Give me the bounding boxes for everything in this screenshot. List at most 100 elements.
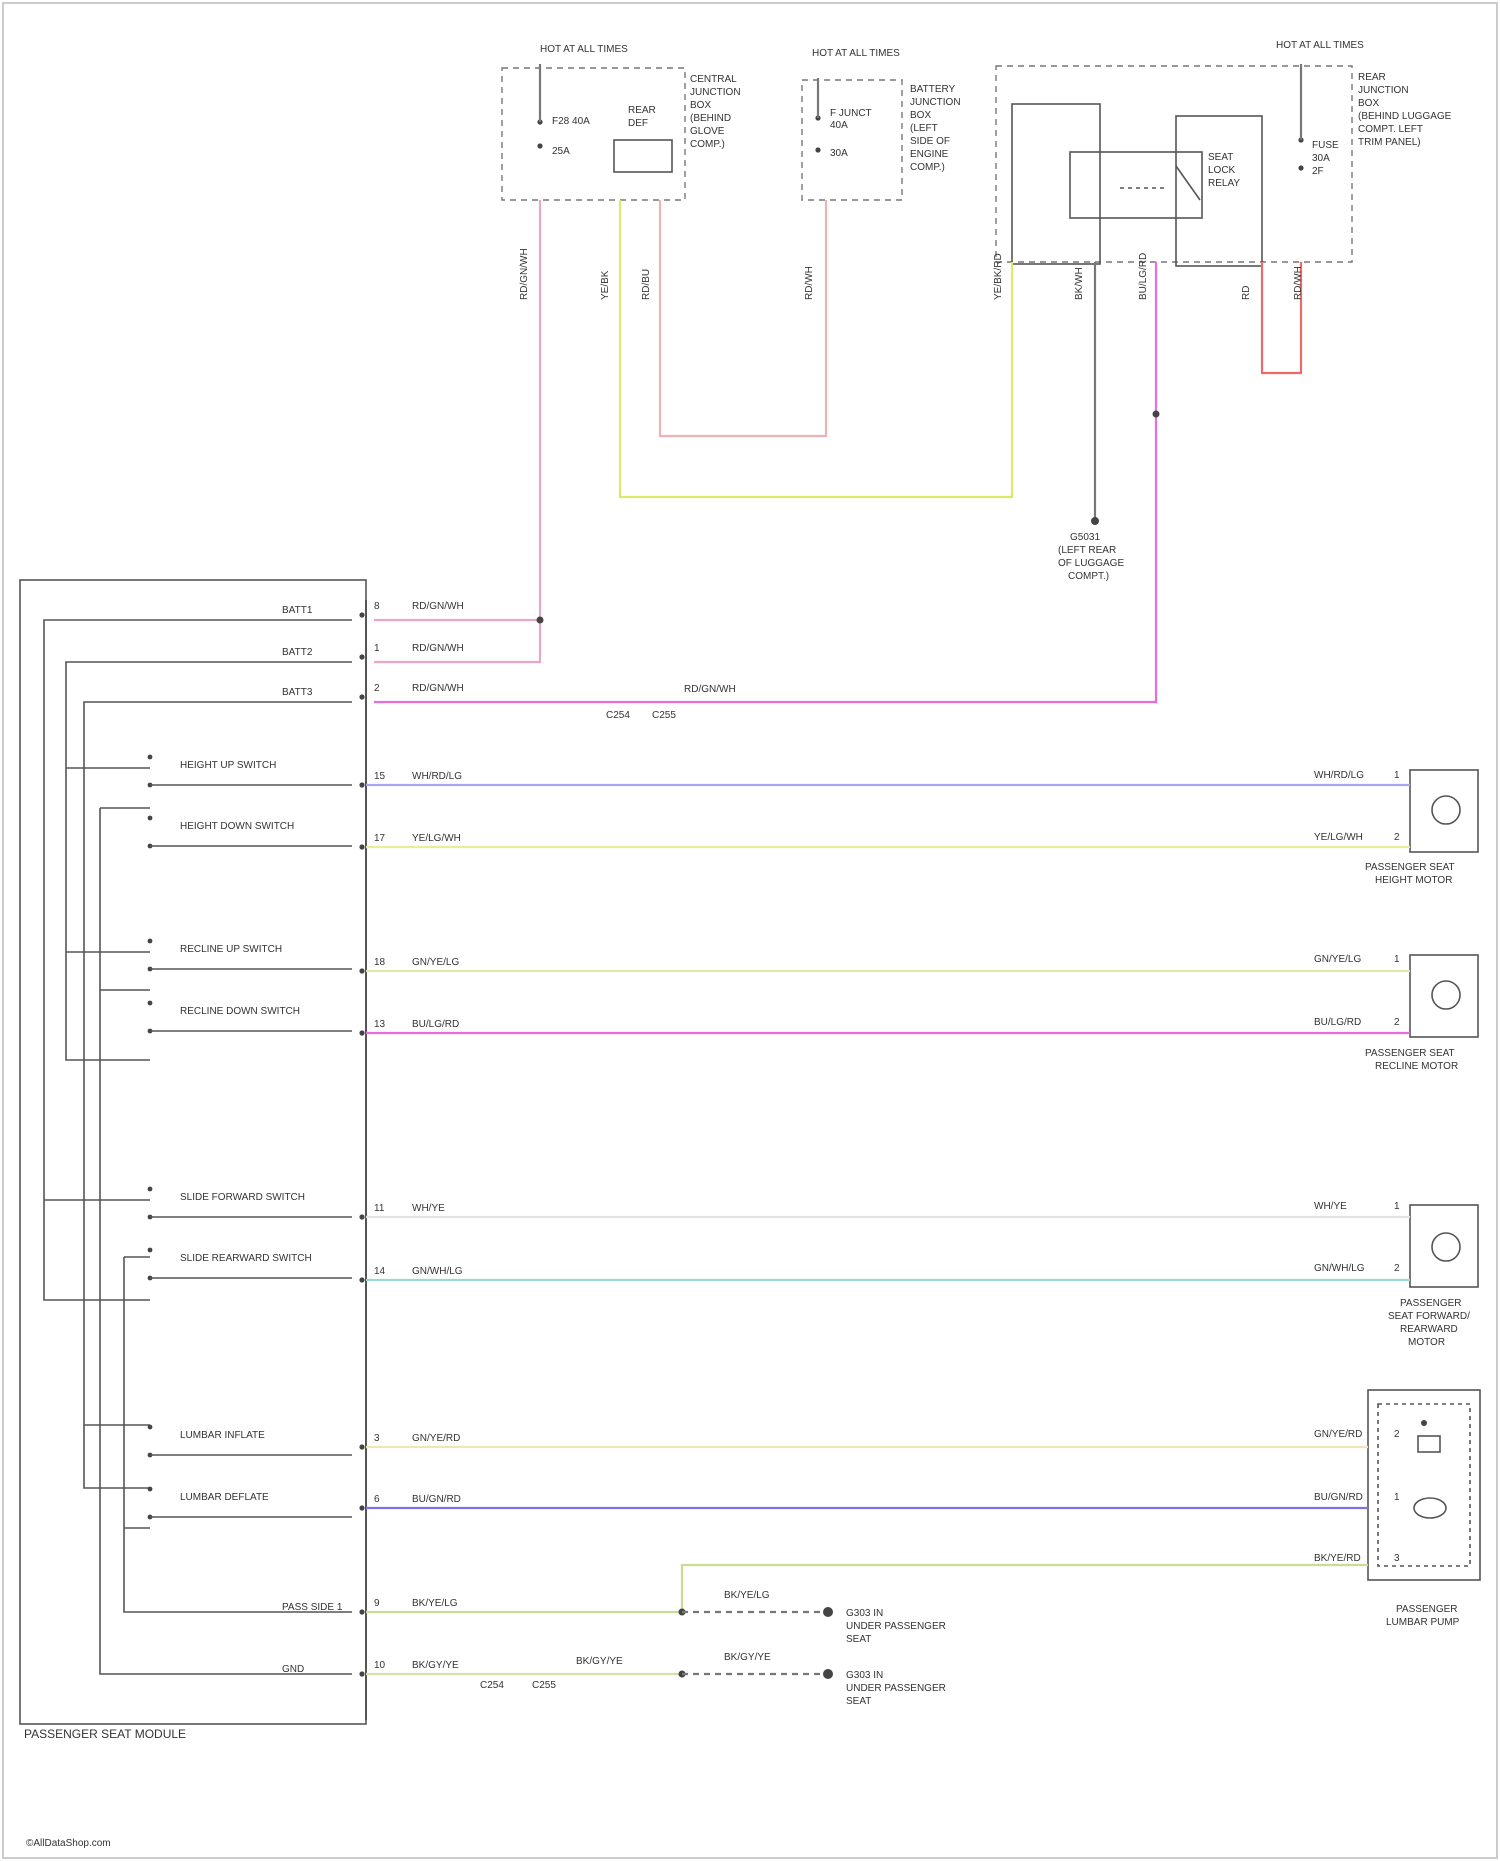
hot-at-all-times-1: HOT AT ALL TIMES <box>540 44 628 55</box>
splice-2-wire: BK/GY/YE <box>576 1656 623 1667</box>
fuse-2-l0: F JUNCT <box>830 108 872 119</box>
switch-label: SLIDE FORWARD SWITCH <box>180 1192 305 1203</box>
top-wire-label-5: BK/WH <box>1074 267 1085 300</box>
top-wires <box>374 64 1301 702</box>
rear-junction-l3: (BEHIND LUGGAGE <box>1358 111 1452 122</box>
rear-def-l1: DEF <box>628 118 648 129</box>
right-pin-number: 2 <box>1394 1263 1400 1274</box>
switch-label: RECLINE UP SWITCH <box>180 944 282 955</box>
fuse-f28-label: F28 40A <box>552 116 590 127</box>
central-junction-1-l1: JUNCTION <box>690 87 741 98</box>
pin-wire-color: YE/LG/WH <box>412 833 461 844</box>
splice-1-right: C255 <box>652 710 676 721</box>
switch-label: LUMBAR INFLATE <box>180 1430 265 1441</box>
pin-number: 14 <box>374 1266 386 1277</box>
pin-name: BATT3 <box>282 687 313 698</box>
splice-2-right: C255 <box>532 1680 556 1691</box>
switch-label: SLIDE REARWARD SWITCH <box>180 1253 312 1264</box>
right-pin-wire: YE/LG/WH <box>1314 832 1363 843</box>
right-pin-number: 1 <box>1394 954 1400 965</box>
ground-2-l0: G303 IN <box>846 1670 883 1681</box>
splice-1-wire: RD/GN/WH <box>684 684 736 695</box>
hot-at-all-times-2: HOT AT ALL TIMES <box>812 48 900 59</box>
bottom-grounds: BK/YE/LG BK/GY/YE G303 IN UNDER PASSENGE… <box>480 684 1368 1707</box>
watermark: ©AllDataShop.com <box>26 1838 111 1849</box>
rear-def-l0: REAR <box>628 105 656 116</box>
right-pin-wire: GN/YE/RD <box>1314 1429 1362 1440</box>
motor-fr-l0: PASSENGER <box>1400 1298 1462 1309</box>
switch-6: LUMBAR INFLATE <box>148 1425 352 1458</box>
lumbar-pump: PASSENGER LUMBAR PUMP <box>1368 1390 1480 1628</box>
motor-recline-l0: PASSENGER SEAT <box>1365 1048 1455 1059</box>
pin-dot <box>359 1030 364 1035</box>
motor-fr-l2: REARWARD <box>1400 1324 1458 1335</box>
pin-dot <box>359 1214 364 1219</box>
pin-wire-color: GN/YE/LG <box>412 957 459 968</box>
pin-dot <box>359 694 364 699</box>
right-pin-4: WH/YE1 <box>1314 1201 1400 1212</box>
pin-dot <box>359 1444 364 1449</box>
battery-junction-box: HOT AT ALL TIMES BATTERY JUNCTION BOX (L… <box>802 48 961 200</box>
pin-dot <box>359 1277 364 1282</box>
module-label: PASSENGER SEAT MODULE <box>24 1727 186 1741</box>
right-pin-5: GN/WH/LG 2 <box>1314 1263 1400 1274</box>
pin-number: 8 <box>374 601 380 612</box>
right-pin-wire: GN/WH/LG <box>1314 1263 1365 1274</box>
pin-dot <box>359 1671 364 1676</box>
right-pin-number: 1 <box>1394 1492 1400 1503</box>
motor-fr-l3: MOTOR <box>1408 1337 1445 1348</box>
pin-name: BATT2 <box>282 647 313 658</box>
pin-wire-color: GN/WH/LG <box>412 1266 463 1277</box>
switch-label: RECLINE DOWN SWITCH <box>180 1006 300 1017</box>
splice-2-left: C254 <box>480 1680 504 1691</box>
ground-g5031-l0: G5031 <box>1070 532 1100 543</box>
pin-number: 1 <box>374 643 380 654</box>
junction-2-l2: BOX <box>910 110 931 121</box>
right-pin-number: 2 <box>1394 1017 1400 1028</box>
pin-wire-color: RD/GN/WH <box>412 643 464 654</box>
pin-wire-color: GN/YE/RD <box>412 1433 460 1444</box>
module-pin-1: BATT2 1 RD/GN/WH <box>282 643 464 660</box>
top-wire-label-1: YE/BK <box>600 270 611 300</box>
ground-2-wire: BK/GY/YE <box>724 1652 771 1663</box>
ground-1-l2: SEAT <box>846 1634 871 1645</box>
pin-wire-color: BU/GN/RD <box>412 1494 461 1505</box>
fuse-2-l1: 40A <box>830 120 848 131</box>
right-pin-number: 1 <box>1394 770 1400 781</box>
switch-label: HEIGHT UP SWITCH <box>180 760 276 771</box>
motor-fr-l1: SEAT FORWARD/ <box>1388 1311 1470 1322</box>
pin-wire-color: WH/YE <box>412 1203 445 1214</box>
central-junction-1-l0: CENTRAL <box>690 74 737 85</box>
junction-2-l6: COMP.) <box>910 162 945 173</box>
pin-number: 3 <box>374 1433 380 1444</box>
junction-2-l5: ENGINE <box>910 149 949 160</box>
right-pin-0: WH/RD/LG 1 <box>1314 770 1400 781</box>
ground-1-l1: UNDER PASSENGER <box>846 1621 946 1632</box>
central-junction-1-l3: (BEHIND <box>690 113 731 124</box>
central-junction-1-l4: GLOVE <box>690 126 725 137</box>
switch-0: HEIGHT UP SWITCH <box>148 755 352 788</box>
motor-height-l0: PASSENGER SEAT <box>1365 862 1455 873</box>
right-pin-wire: GN/YE/LG <box>1314 954 1361 965</box>
pin-name: PASS SIDE 1 <box>282 1602 343 1613</box>
passenger-seat-module: PASSENGER SEAT MODULE <box>20 580 366 1741</box>
pin-name: GND <box>282 1664 304 1675</box>
rear-junction-l5: TRIM PANEL) <box>1358 137 1421 148</box>
right-pin-1: YE/LG/WH2 <box>1314 832 1400 843</box>
switch-3: RECLINE DOWN SWITCH <box>148 1001 352 1034</box>
ground-2-l2: SEAT <box>846 1696 871 1707</box>
pin-dot <box>359 1609 364 1614</box>
splice-1-left: C254 <box>606 710 630 721</box>
right-pin-wire: WH/RD/LG <box>1314 770 1364 781</box>
pin-number: 15 <box>374 771 386 782</box>
right-pin-number: 2 <box>1394 1429 1400 1440</box>
motor-recline: PASSENGER SEAT RECLINE MOTOR <box>1365 955 1478 1072</box>
central-junction-1-l2: BOX <box>690 100 711 111</box>
rear-junction-box: HOT AT ALL TIMES REAR JUNCTION BOX (BEHI… <box>996 40 1452 266</box>
ground-g5031-l2: OF LUGGAGE <box>1058 558 1124 569</box>
